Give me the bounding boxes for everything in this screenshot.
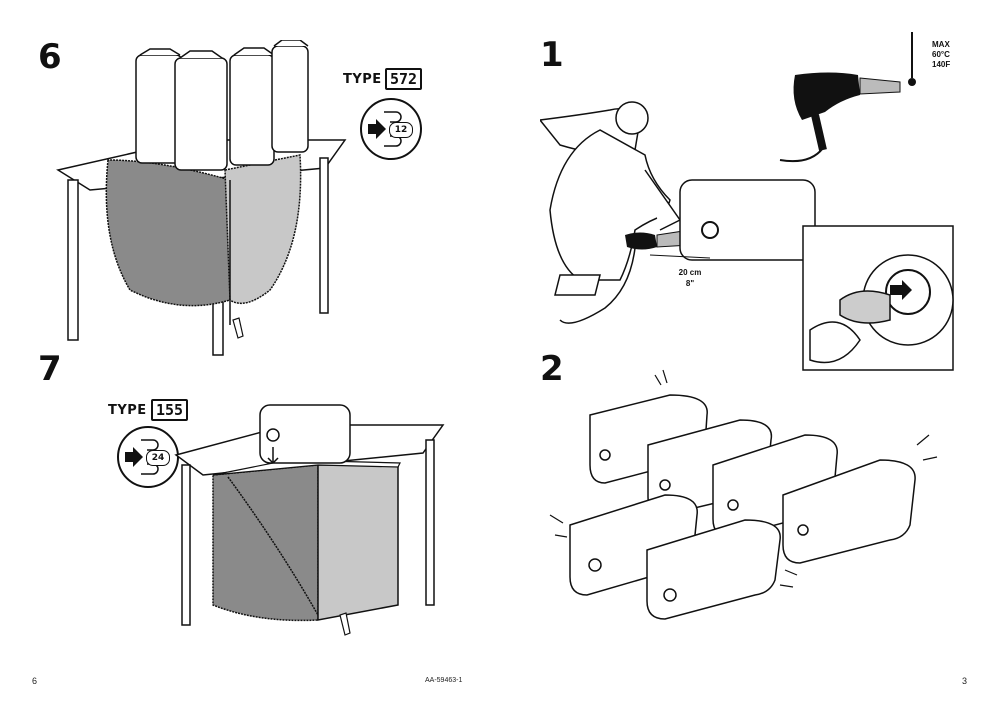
- step-number-2: 2: [540, 349, 564, 389]
- type-label: TYPE: [108, 403, 147, 418]
- page-reference-callout: 24: [117, 426, 179, 488]
- document-code: AA-59463-1: [425, 677, 463, 684]
- water-container: [782, 459, 916, 564]
- water-container: [259, 404, 351, 464]
- type-label: TYPE: [343, 72, 382, 87]
- distance-metric-label: 20 cm: [678, 268, 702, 277]
- right-page-number: 3: [962, 676, 968, 686]
- step-number-6: 6: [38, 37, 62, 77]
- temperature-celsius-label: 60°C: [932, 50, 950, 59]
- water-container-group: [135, 40, 309, 171]
- person-illustration: [540, 101, 682, 296]
- step-2-illustration: [549, 369, 938, 620]
- distance-imperial-label: 8": [685, 279, 695, 288]
- water-container: [646, 519, 781, 620]
- left-page-number: 6: [32, 676, 38, 686]
- type-code-badge: 572: [385, 68, 423, 90]
- step-1-illustration: [540, 32, 954, 371]
- step-6-illustration: [56, 40, 347, 356]
- step-number-1: 1: [540, 35, 564, 75]
- step-number-7: 7: [38, 349, 62, 389]
- temperature-fahrenheit-label: 140F: [932, 60, 951, 69]
- temperature-max-label: MAX: [932, 40, 950, 49]
- water-container: [679, 179, 816, 261]
- page-reference-number: 12: [389, 122, 413, 138]
- hair-dryer-icon: [779, 32, 916, 163]
- step-7-illustration: [174, 404, 445, 636]
- page-reference-number: 24: [146, 450, 170, 466]
- type-code-badge: 155: [151, 399, 189, 421]
- page-reference-callout: 12: [360, 98, 422, 160]
